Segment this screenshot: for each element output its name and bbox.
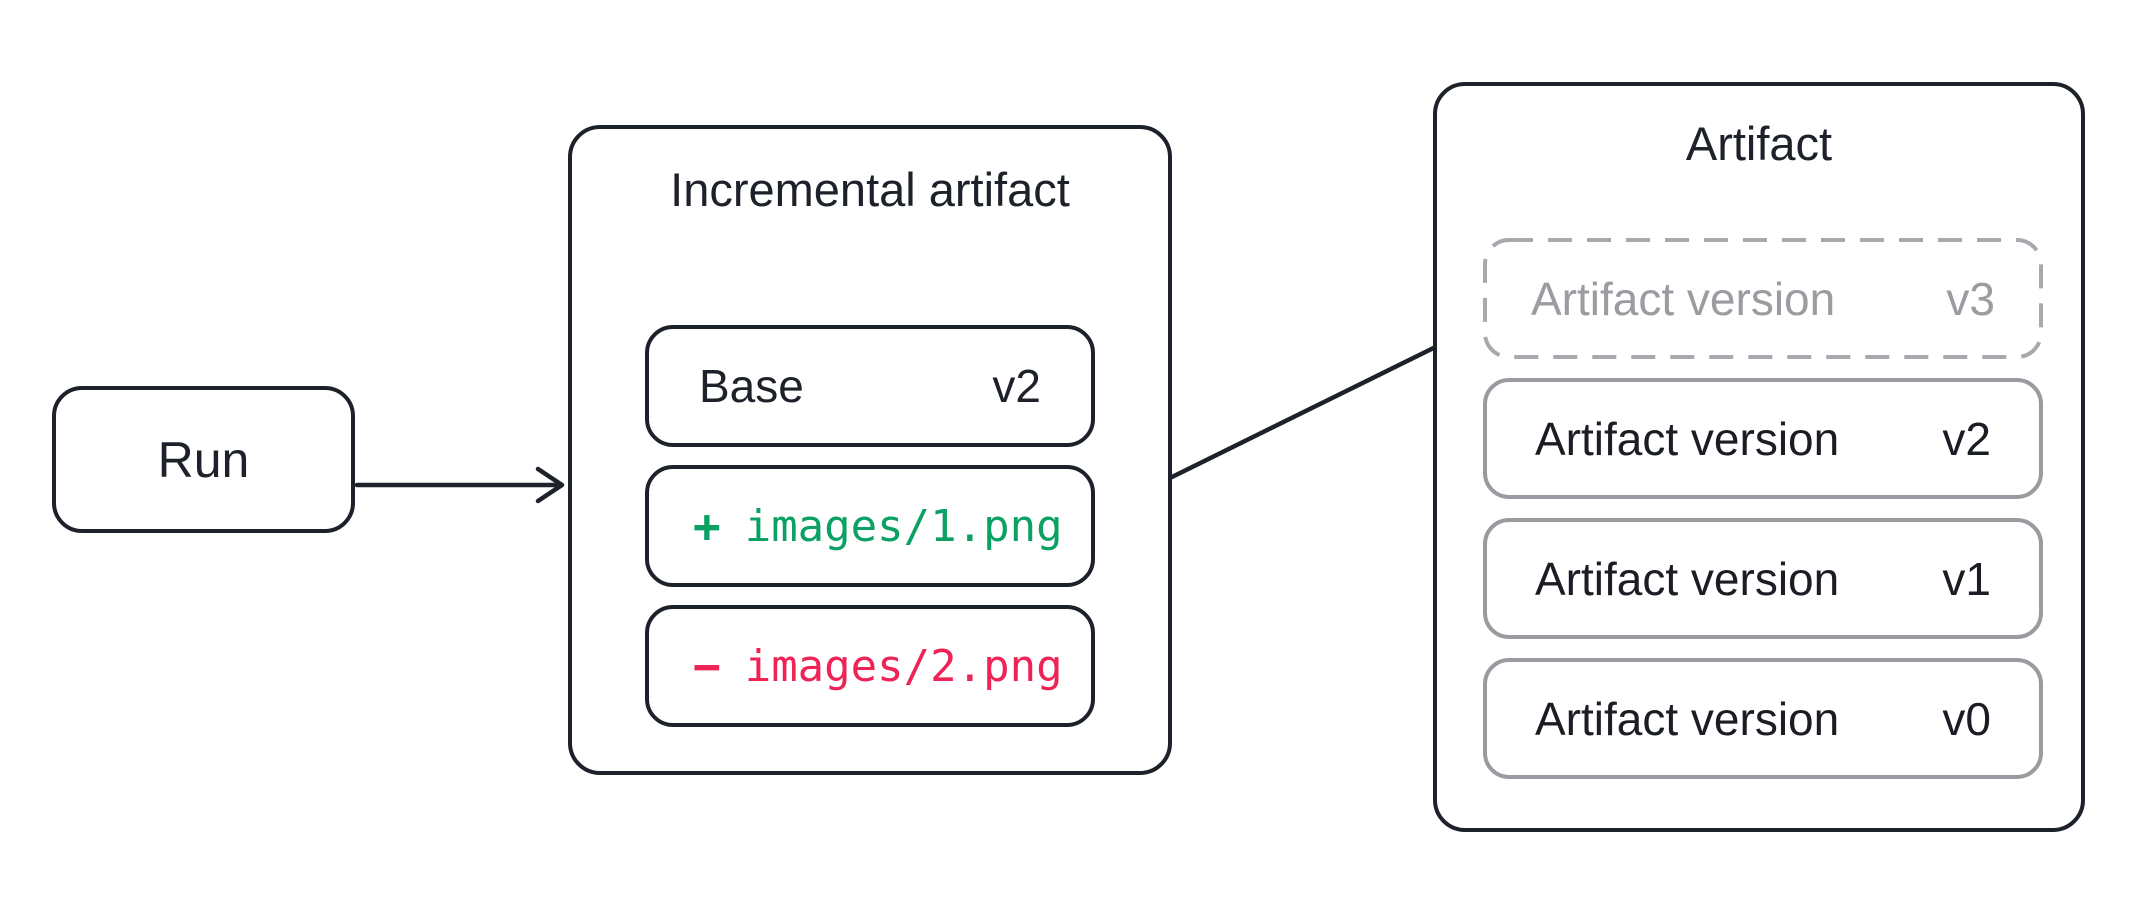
artifact-version-label: Artifact version [1535, 552, 1840, 605]
run-node: Run [52, 386, 355, 533]
artifact-title: Artifact [1685, 117, 1833, 170]
artifact-version-number: v2 [1942, 412, 1991, 465]
pending-version-number: v3 [1946, 272, 1995, 325]
added-file-path: images/1.png [744, 500, 1063, 552]
artifact-node: Artifact Artifact version v3 Artifact ve… [1433, 82, 2085, 832]
removed-file-box: − images/2.png [645, 605, 1095, 727]
added-file-box: + images/1.png [645, 465, 1095, 587]
artifact-version-box: Artifact version v1 [1483, 518, 2043, 639]
plus-sign: + [693, 499, 721, 553]
base-version-box: Base v2 [645, 325, 1095, 447]
run-label: Run [157, 431, 250, 488]
pending-version-box: Artifact version v3 [1483, 238, 2043, 359]
artifact-version-label: Artifact version [1535, 692, 1840, 745]
artifact-version-number: v1 [1942, 552, 1991, 605]
minus-sign: − [693, 639, 721, 693]
incremental-to-artifact-arrow [1169, 326, 1471, 480]
base-label: Base [699, 360, 804, 412]
base-version-number: v2 [992, 360, 1041, 412]
run-to-incremental-arrow [354, 466, 565, 504]
incremental-artifact-node: Incremental artifact Base v2 + images/1.… [568, 125, 1172, 775]
incremental-artifact-title: Incremental artifact [670, 163, 1070, 216]
artifact-version-number: v0 [1942, 692, 1991, 745]
artifact-version-label: Artifact version [1535, 412, 1840, 465]
pending-version-label: Artifact version [1531, 272, 1836, 325]
artifact-version-box: Artifact version v0 [1483, 658, 2043, 779]
artifact-version-box: Artifact version v2 [1483, 378, 2043, 499]
removed-file-path: images/2.png [744, 640, 1063, 692]
